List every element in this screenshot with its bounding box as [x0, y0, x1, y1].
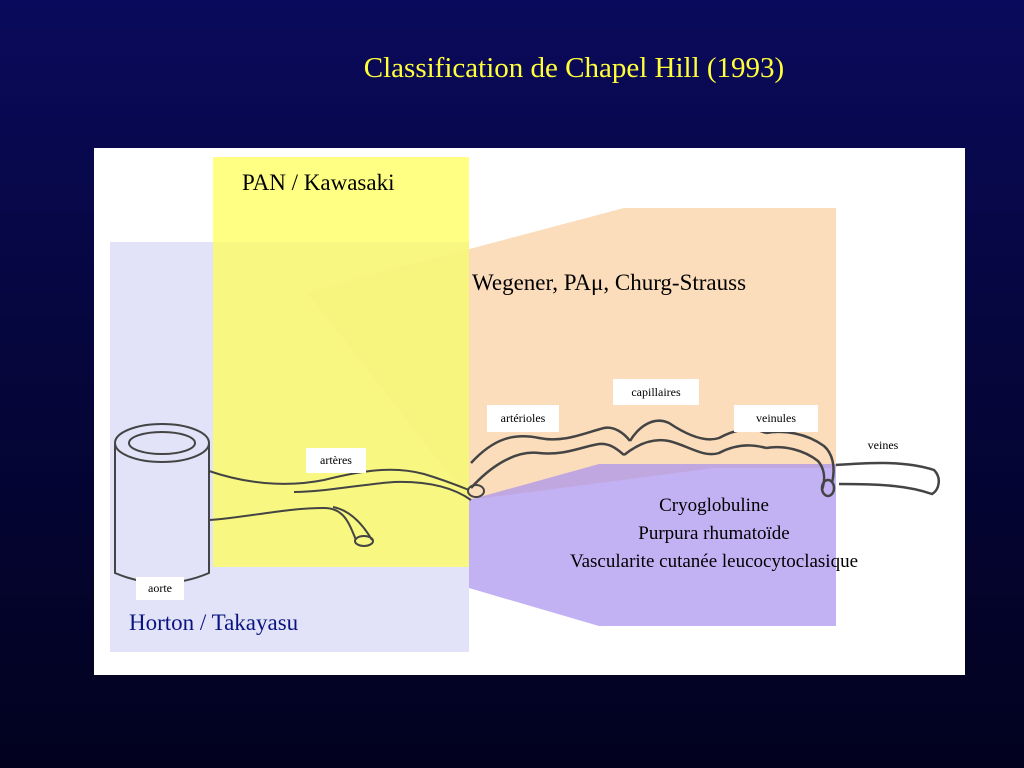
immune-label-1: Cryoglobuline — [659, 495, 769, 516]
medium-vessel-region — [213, 157, 469, 567]
vessel-label-capillaires: capillaires — [613, 379, 699, 405]
vessel-label-aorte: aorte — [136, 577, 184, 600]
microvessel-drawing — [470, 419, 940, 498]
small-vessel-label: Wegener, PAμ, Churg-Strauss — [472, 270, 747, 295]
immune-complex-region — [469, 464, 836, 626]
medium-vessel-label: PAN / Kawasaki — [242, 170, 395, 195]
diagram-panel: PAN / Kawasaki Wegener, PAμ, Churg-Strau… — [94, 148, 965, 675]
vessel-label-veinules: veinules — [734, 405, 818, 432]
vessel-label-arterioles: artérioles — [487, 405, 559, 432]
immune-label-2: Purpura rhumatoïde — [638, 523, 790, 544]
immune-complex-labels: Cryoglobuline Purpura rhumatoïde Vascula… — [514, 492, 914, 576]
immune-label-3: Vascularite cutanée leucocytoclasique — [569, 551, 859, 572]
vessel-label-veines: veines — [858, 435, 908, 455]
vessel-diagram — [110, 157, 940, 652]
vessel-label-arteres: artères — [306, 448, 366, 473]
slide-title: Classification de Chapel Hill (1993) — [363, 52, 785, 84]
large-vessel-label: Horton / Takayasu — [129, 610, 299, 635]
